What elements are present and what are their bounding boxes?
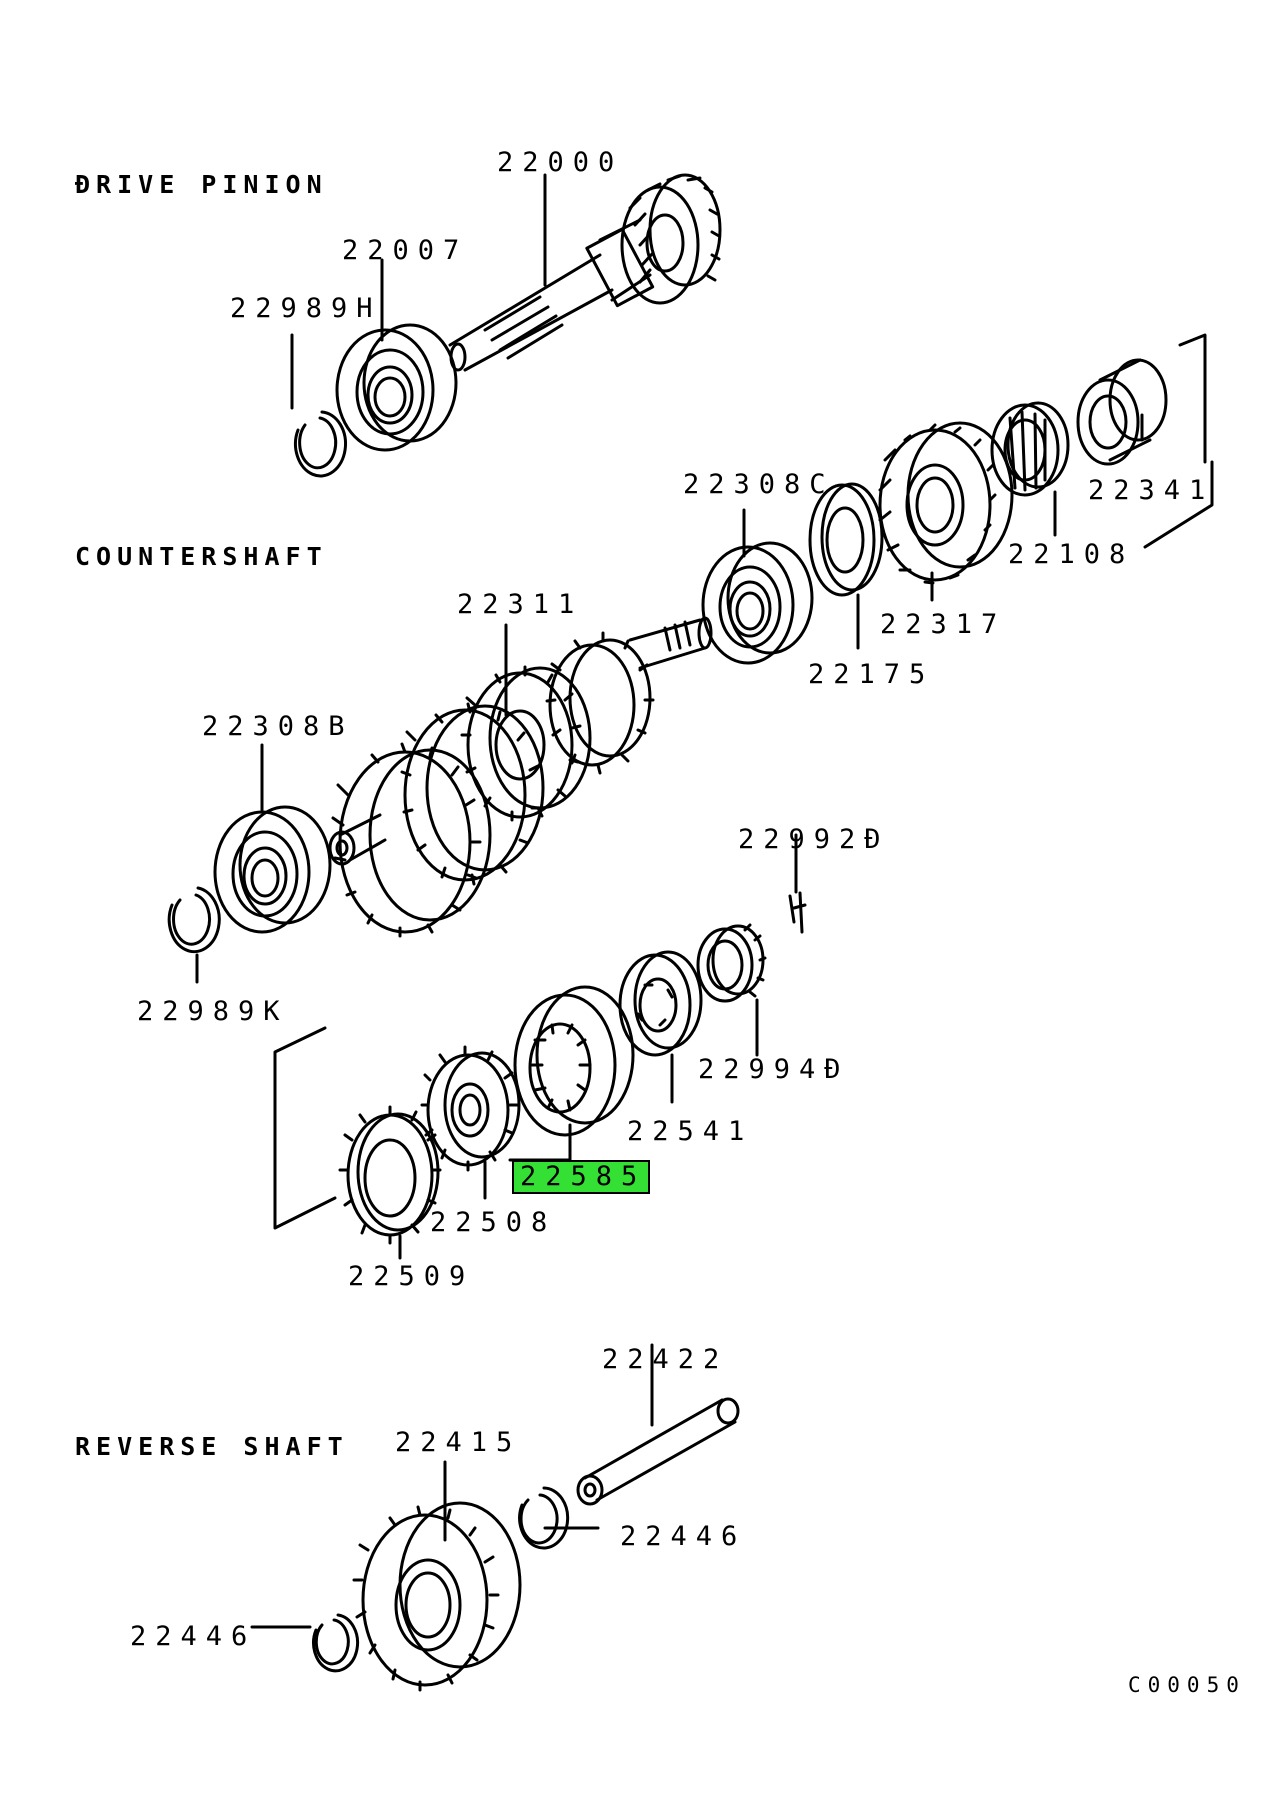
- synchro-hub-22541[interactable]: [620, 952, 701, 1055]
- part-label-22994D[interactable]: 22994Đ: [698, 1054, 850, 1085]
- reverse-shaft-22422[interactable]: [578, 1399, 738, 1504]
- washer-22446-left[interactable]: [314, 1615, 358, 1671]
- part-label-22508[interactable]: 22508: [430, 1207, 557, 1238]
- part-label-22108[interactable]: 22108: [1008, 539, 1135, 570]
- part-label-22509[interactable]: 22509: [348, 1261, 475, 1292]
- gear-22509[interactable]: [340, 1107, 440, 1243]
- drive-pinion-gear[interactable]: [622, 175, 720, 303]
- part-label-22989H[interactable]: 22989H: [230, 293, 382, 324]
- figure-code: C00050: [1128, 1673, 1246, 1697]
- part-label-22311[interactable]: 22311: [457, 589, 584, 620]
- clip-22992D[interactable]: [790, 893, 805, 932]
- section-reverse-shaft: REVERSE SHAFT: [75, 1432, 349, 1461]
- needle-bearing-22108[interactable]: [992, 403, 1068, 495]
- washer-22446-right[interactable]: [520, 1488, 568, 1548]
- bearing-22308C[interactable]: [703, 543, 812, 663]
- snap-ring-22989H[interactable]: [296, 412, 346, 476]
- bearing-22308B[interactable]: [215, 807, 330, 932]
- section-countershaft: COUNTERSHAFT: [75, 542, 328, 571]
- leaders-reverse: [252, 1345, 652, 1627]
- leaders-countershaft: [197, 625, 506, 982]
- part-label-22989K[interactable]: 22989K: [137, 996, 289, 1027]
- thrust-washer-22175[interactable]: [810, 484, 882, 595]
- part-label-22585-highlighted[interactable]: 22585: [512, 1160, 651, 1194]
- part-label-22007[interactable]: 22007: [342, 235, 469, 266]
- bushing-22341[interactable]: [1078, 360, 1166, 464]
- countershaft-gear-cluster-22311[interactable]: [333, 633, 653, 936]
- snap-ring-22989K[interactable]: [169, 888, 219, 952]
- part-label-22317[interactable]: 22317: [880, 609, 1007, 640]
- part-label-22308B[interactable]: 22308B: [202, 711, 354, 742]
- part-label-22341[interactable]: 22341: [1088, 475, 1215, 506]
- bearing-22007[interactable]: [337, 325, 456, 450]
- bracket-lower-left: [275, 1028, 335, 1228]
- drive-pinion-shaft[interactable]: [450, 220, 653, 370]
- part-label-22446-left[interactable]: 22446: [130, 1621, 257, 1652]
- part-label-22000[interactable]: 22000: [497, 147, 624, 178]
- gear-22317[interactable]: [880, 423, 1012, 583]
- leaders-upper-right: [744, 415, 1142, 648]
- part-label-22175[interactable]: 22175: [808, 659, 935, 690]
- part-label-22308C[interactable]: 22308C: [683, 469, 835, 500]
- part-label-22541[interactable]: 22541: [627, 1116, 754, 1147]
- leaders-synchro: [400, 835, 796, 1258]
- synchro-sleeve-22585[interactable]: [515, 987, 633, 1135]
- bracket-upper-right: [1145, 335, 1212, 547]
- part-label-22992D[interactable]: 22992Đ: [738, 824, 890, 855]
- bearing-22994D[interactable]: [698, 925, 765, 1001]
- part-label-22422[interactable]: 22422: [602, 1344, 729, 1375]
- section-drive-pinion: ĐRIVE PINION: [75, 170, 328, 199]
- reverse-idler-gear-22415[interactable]: [354, 1503, 520, 1690]
- part-label-22446-right[interactable]: 22446: [620, 1521, 747, 1552]
- part-label-22415[interactable]: 22415: [395, 1427, 522, 1458]
